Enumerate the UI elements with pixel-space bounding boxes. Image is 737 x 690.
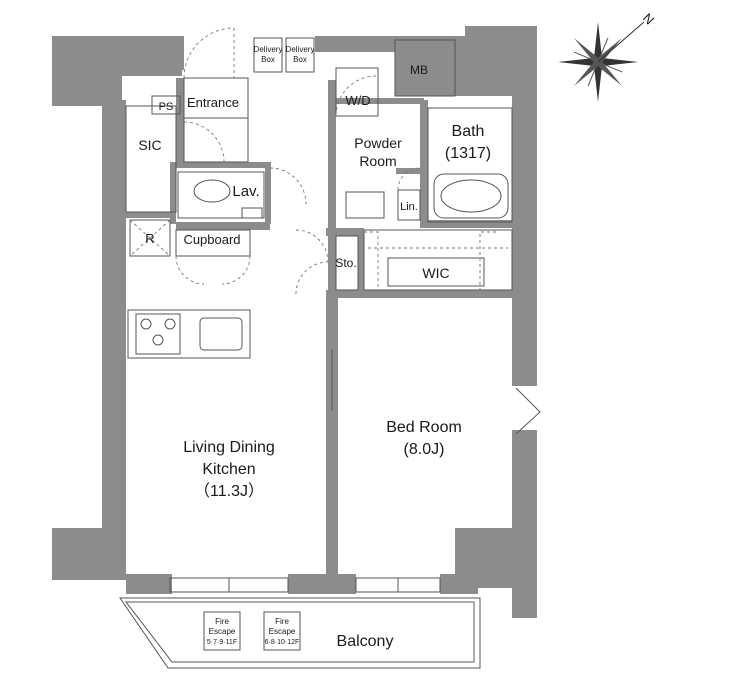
lav-label: Lav. [232,183,259,200]
delivery-box-labels: Delivery Box Delivery Box [254,45,315,64]
powder-room-label-line1: Powder [354,135,402,151]
bedroom-size: (8.0J) [404,441,445,458]
delivery-box-2-line1: Delivery [286,45,315,54]
ldk-label-line2: Kitchen [202,461,255,478]
fire-escape-1-line1: Fire [215,617,229,626]
room-labels: Living Dining Kitchen （11.3J） Bed Room (… [138,63,491,650]
wic-label: WIC [422,265,449,281]
linen-label: Lin. [400,201,418,213]
refrigerator-label: R [145,231,154,246]
delivery-box-1-line2: Box [261,55,275,64]
fire-escape-2-line2: Escape [269,627,296,636]
cupboard-label: Cupboard [183,232,240,247]
ldk-label-line1: Living Dining [183,439,275,456]
entrance-label: Entrance [187,95,239,110]
fixtures [119,37,541,669]
walls [52,26,537,618]
washer-dryer-label: W/D [345,93,370,108]
fire-escape-1-line3: 5·7·9·11F [207,639,237,646]
balcony-label: Balcony [337,633,394,650]
door-swings [175,27,496,295]
delivery-box-2-line2: Box [293,55,307,64]
ps-label: PS [159,101,174,113]
storage-label: Sto. [335,256,356,270]
fire-escape-2-line3: 6·8·10·12F [265,639,300,646]
bath-label: Bath [452,123,485,140]
mb-label: MB [410,63,428,77]
sic-label: SIC [138,137,161,153]
fire-escape-labels: Fire Escape 5·7·9·11F Fire Escape 6·8·10… [207,617,299,646]
delivery-box-1-line1: Delivery [254,45,283,54]
bath-size: (1317) [445,145,491,162]
powder-room-label-line2: Room [359,153,396,169]
fire-escape-1-line2: Escape [209,627,236,636]
ldk-size: （11.3J） [194,482,264,500]
fire-escape-2-line1: Fire [275,617,289,626]
north-label: N [640,10,657,27]
compass-rose-icon: N [558,10,657,102]
bedroom-label: Bed Room [386,419,462,436]
